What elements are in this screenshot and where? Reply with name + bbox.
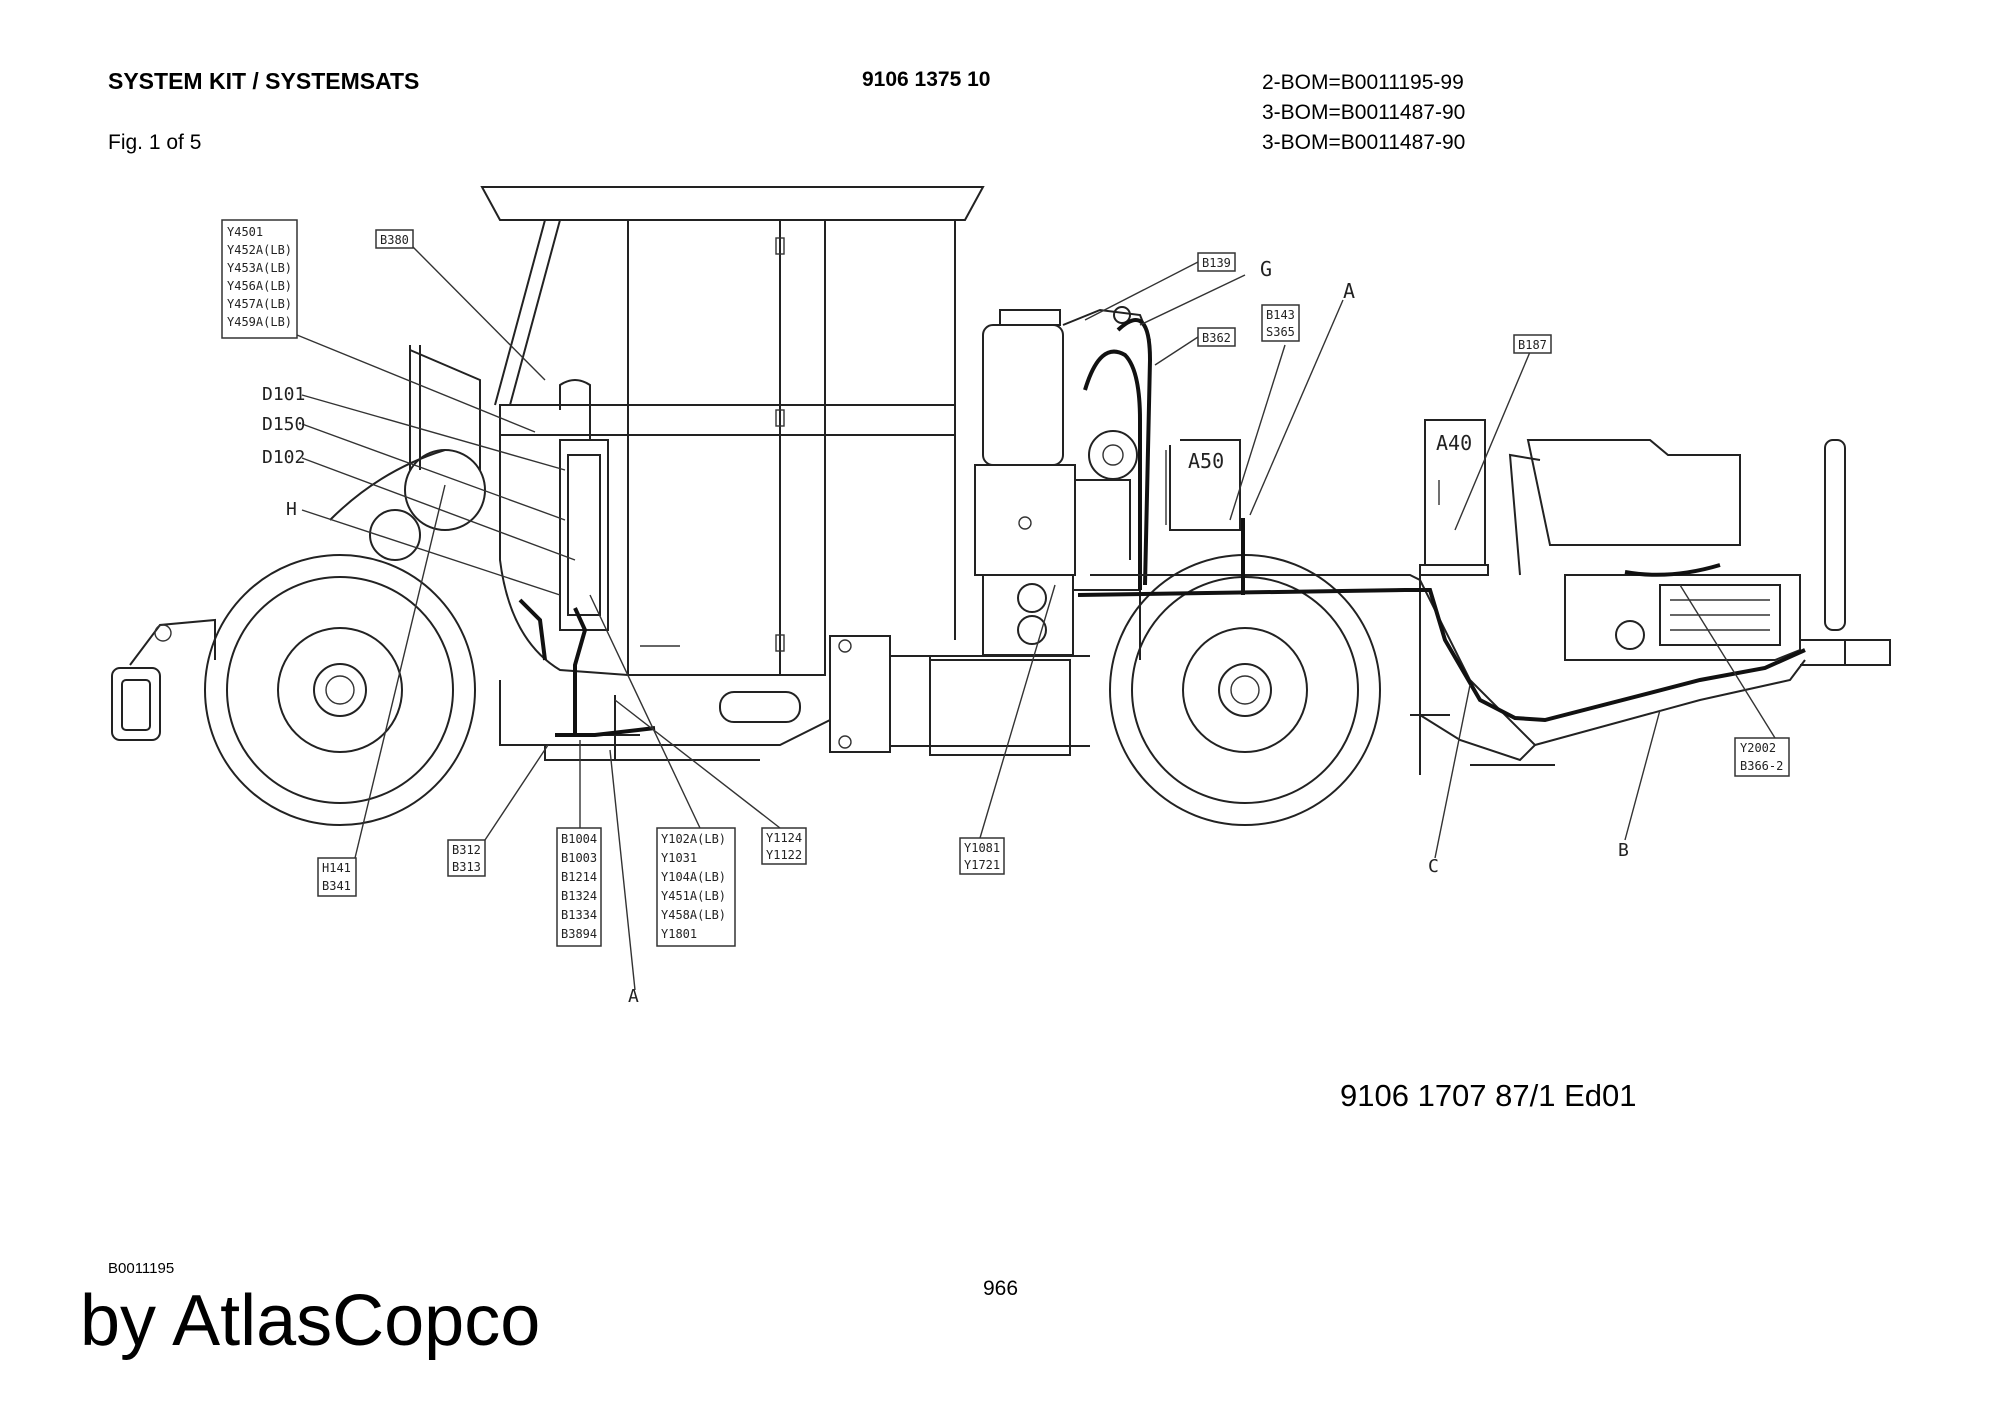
brand-footer: by AtlasCopco — [80, 1281, 541, 1361]
front-bumper — [111, 618, 216, 741]
cable-tank — [1083, 349, 1142, 590]
label-b-group: B1004 B1003 B1214 B1324 B1334 B3894 — [556, 827, 602, 947]
label-y2002-b366: Y2002 B366-2 — [1734, 737, 1790, 777]
svg-text:B3894: B3894 — [561, 927, 597, 941]
label-y-group-bottom: Y102A(LB) Y1031 Y104A(LB) Y451A(LB) Y458… — [656, 827, 736, 947]
harness-front — [518, 598, 588, 735]
svg-text:Y2002: Y2002 — [1740, 741, 1776, 755]
label-y1081-y1721: Y1081 Y1721 — [959, 837, 1005, 875]
label-b362: B362 — [1197, 327, 1236, 347]
svg-text:B366-2: B366-2 — [1740, 759, 1783, 773]
label-y-group-top: Y4501 Y452A(LB) Y453A(LB) Y456A(LB) Y457… — [221, 219, 298, 339]
drawing-code: B0011195 — [108, 1260, 175, 1277]
svg-text:B1324: B1324 — [561, 889, 597, 903]
harness-frame — [555, 726, 656, 737]
cable-tank-loop — [1116, 318, 1153, 586]
svg-text:Y104A(LB): Y104A(LB) — [661, 870, 726, 884]
svg-text:Y1721: Y1721 — [964, 858, 1000, 872]
svg-text:B312: B312 — [452, 843, 481, 857]
main-harness — [1077, 588, 1806, 723]
svg-text:Y1801: Y1801 — [661, 927, 697, 941]
svg-text:Y1124: Y1124 — [766, 831, 802, 845]
a50-label: A50 — [1188, 449, 1224, 473]
front-wheel — [204, 554, 476, 826]
front-guard — [329, 345, 486, 561]
svg-text:B313: B313 — [452, 860, 481, 874]
label-b: B — [1618, 840, 1629, 861]
label-y1124-y1122: Y1124 Y1122 — [761, 827, 807, 865]
svg-text:Y102A(LB): Y102A(LB) — [661, 832, 726, 846]
front-frame — [499, 675, 831, 761]
svg-text:B139: B139 — [1202, 256, 1231, 270]
label-a-bottom: A — [628, 986, 639, 1007]
svg-text:Y1081: Y1081 — [964, 841, 1000, 855]
label-b139: B139 — [1197, 252, 1236, 272]
label-a-top: A — [1343, 279, 1355, 303]
bom-line: 3-BOM=B0011487-90 — [1262, 131, 1466, 154]
svg-text:Y1122: Y1122 — [766, 848, 802, 862]
figure-indicator: Fig. 1 of 5 — [108, 131, 202, 154]
rear-frame — [1090, 574, 1806, 775]
label-line: Y459A(LB) — [227, 315, 292, 329]
svg-text:B362: B362 — [1202, 331, 1231, 345]
articulation-joint — [829, 635, 1090, 753]
svg-text:H141: H141 — [322, 861, 351, 875]
svg-text:Y451A(LB): Y451A(LB) — [661, 889, 726, 903]
rear-hood — [1508, 439, 1801, 661]
label-line: Y453A(LB) — [227, 261, 292, 275]
svg-text:S365: S365 — [1266, 325, 1295, 339]
bom-line: 3-BOM=B0011487-90 — [1262, 101, 1466, 124]
page-title: SYSTEM KIT / SYSTEMSATS — [108, 68, 420, 94]
label-line: Y452A(LB) — [227, 243, 292, 257]
a50-junction-box: A50 — [1165, 439, 1241, 531]
label-d101: D101 — [262, 384, 305, 405]
document-number: 9106 1707 87/1 Ed01 — [1340, 1078, 1637, 1113]
label-line: Y456A(LB) — [227, 279, 292, 293]
harness-rear-engine — [1624, 563, 1721, 577]
a40-cabinet: A40 — [1419, 419, 1489, 576]
label-b312-b313: B312 B313 — [447, 839, 486, 877]
label-b380: B380 — [375, 229, 414, 249]
svg-text:B1334: B1334 — [561, 908, 597, 922]
part-number: 9106 1375 10 — [862, 68, 991, 91]
label-line: Y457A(LB) — [227, 297, 292, 311]
cab-body — [499, 219, 956, 676]
svg-text:B380: B380 — [380, 233, 409, 247]
svg-text:B143: B143 — [1266, 308, 1295, 322]
label-d150: D150 — [262, 414, 305, 435]
svg-text:B1004: B1004 — [561, 832, 597, 846]
label-b143-s365: B143 S365 — [1261, 304, 1300, 342]
hydraulic-tank — [929, 306, 1151, 756]
exhaust-stack — [1800, 439, 1891, 666]
label-h141-b341: H141 B341 — [317, 857, 357, 897]
label-b187: B187 — [1513, 334, 1552, 354]
label-d102: D102 — [262, 447, 305, 468]
bom-line: 2-BOM=B0011195-99 — [1262, 71, 1464, 94]
label-h: H — [286, 499, 297, 520]
svg-text:B1003: B1003 — [561, 851, 597, 865]
svg-text:B341: B341 — [322, 879, 351, 893]
page-number: 966 — [983, 1277, 1019, 1300]
svg-text:Y1031: Y1031 — [661, 851, 697, 865]
svg-text:B187: B187 — [1518, 338, 1547, 352]
label-line: Y4501 — [227, 225, 263, 239]
canopy — [480, 186, 985, 406]
bom-list: 2-BOM=B0011195-99 3-BOM=B0011487-90 3-BO… — [1262, 68, 1465, 158]
label-c: C — [1428, 856, 1439, 877]
svg-text:B1214: B1214 — [561, 870, 597, 884]
svg-text:Y458A(LB): Y458A(LB) — [661, 908, 726, 922]
label-g: G — [1260, 257, 1272, 281]
leader-lines — [296, 246, 1776, 991]
a40-label: A40 — [1436, 431, 1472, 455]
